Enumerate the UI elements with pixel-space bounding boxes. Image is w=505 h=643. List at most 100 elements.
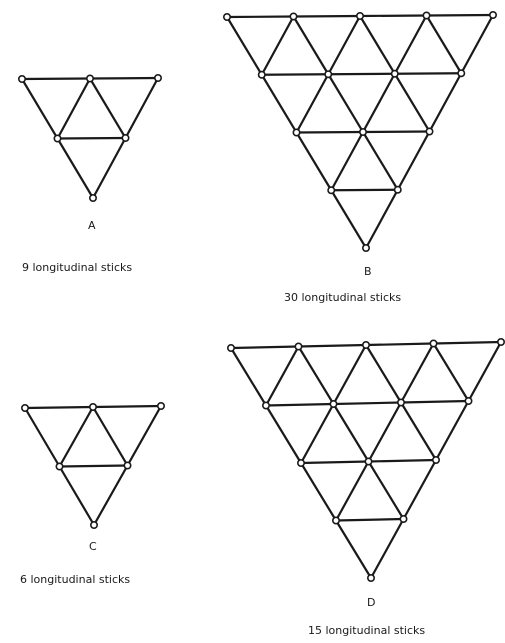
joint-node (53, 134, 62, 143)
stick (295, 131, 333, 192)
stick (56, 77, 92, 140)
stick (56, 137, 95, 200)
stick (295, 73, 330, 134)
joint-node (296, 458, 305, 467)
stick (399, 401, 438, 462)
stick (92, 464, 129, 527)
stick (295, 130, 365, 134)
stick (299, 461, 338, 522)
stick (393, 14, 428, 75)
stick (260, 15, 295, 76)
stick (364, 343, 403, 404)
stick (20, 77, 59, 140)
stick (460, 13, 495, 75)
stick (23, 406, 61, 468)
stick (332, 402, 370, 463)
stick (229, 346, 268, 407)
joint-node (366, 573, 375, 582)
joint-node (154, 74, 163, 83)
stick (126, 404, 163, 467)
stick (393, 72, 431, 133)
stick (467, 340, 503, 403)
joint-node (431, 455, 440, 464)
stick (23, 405, 95, 410)
stick (369, 517, 405, 580)
stick (91, 136, 127, 200)
joint-node (86, 74, 95, 83)
joint-node (429, 339, 438, 348)
stick (334, 460, 370, 522)
stick (364, 342, 435, 347)
stick (432, 342, 470, 403)
stick (332, 343, 368, 406)
figure-d-lattice (227, 337, 505, 582)
joint-node (324, 70, 333, 79)
joint-node (331, 516, 340, 525)
stick (330, 189, 368, 250)
stick (299, 460, 370, 465)
joint-node (355, 12, 364, 21)
stick (434, 399, 470, 462)
stick (58, 464, 129, 468)
stick (91, 405, 129, 467)
joint-node (358, 128, 367, 137)
stick (399, 342, 435, 404)
joint-node (361, 244, 370, 253)
joint-node (89, 194, 98, 203)
joint-node (289, 12, 298, 21)
stick (124, 76, 160, 140)
stick (367, 401, 403, 463)
joint-node (457, 69, 466, 78)
stick (56, 136, 127, 140)
stick (225, 15, 263, 76)
stick (20, 77, 92, 81)
figure-c-caption: 6 longitudinal sticks (20, 573, 131, 586)
stick (299, 402, 335, 465)
joint-node (292, 128, 301, 137)
figure-a-lattice (17, 74, 163, 203)
stick (260, 73, 298, 134)
joint-node (20, 403, 29, 412)
stick (425, 14, 463, 75)
stick (393, 72, 463, 75)
stick (327, 73, 365, 134)
stick (58, 405, 95, 468)
joint-node (496, 337, 505, 346)
stick (428, 72, 463, 133)
stick (367, 460, 405, 521)
stick (225, 15, 295, 19)
stick (327, 14, 362, 76)
figure-c-letter: C (89, 540, 97, 553)
joint-node (422, 11, 431, 20)
stick (88, 77, 127, 140)
stick (292, 15, 330, 76)
joint-node (89, 402, 98, 411)
stick (264, 402, 335, 407)
joint-node (227, 343, 236, 352)
figure-b-caption: 30 longitudinal sticks (284, 291, 402, 304)
figure-d-caption: 15 longitudinal sticks (308, 624, 426, 637)
joint-node (123, 461, 132, 470)
figure-c-lattice (20, 401, 166, 529)
joint-node (55, 462, 64, 471)
stick (361, 130, 431, 134)
joint-node (464, 396, 473, 405)
stick (332, 401, 403, 406)
stick (358, 14, 396, 75)
stick (396, 130, 431, 191)
stick (425, 13, 495, 17)
stick (229, 345, 300, 350)
figure-a-caption: 9 longitudinal sticks (22, 261, 133, 274)
stick (367, 458, 438, 463)
joint-node (393, 185, 402, 194)
stick (364, 188, 399, 250)
joint-node (396, 398, 405, 407)
joint-node (425, 127, 434, 136)
stick (264, 404, 303, 465)
joint-node (17, 75, 26, 84)
stick (58, 465, 96, 527)
joint-node (361, 340, 370, 349)
stick (361, 72, 396, 134)
joint-node (157, 401, 166, 410)
